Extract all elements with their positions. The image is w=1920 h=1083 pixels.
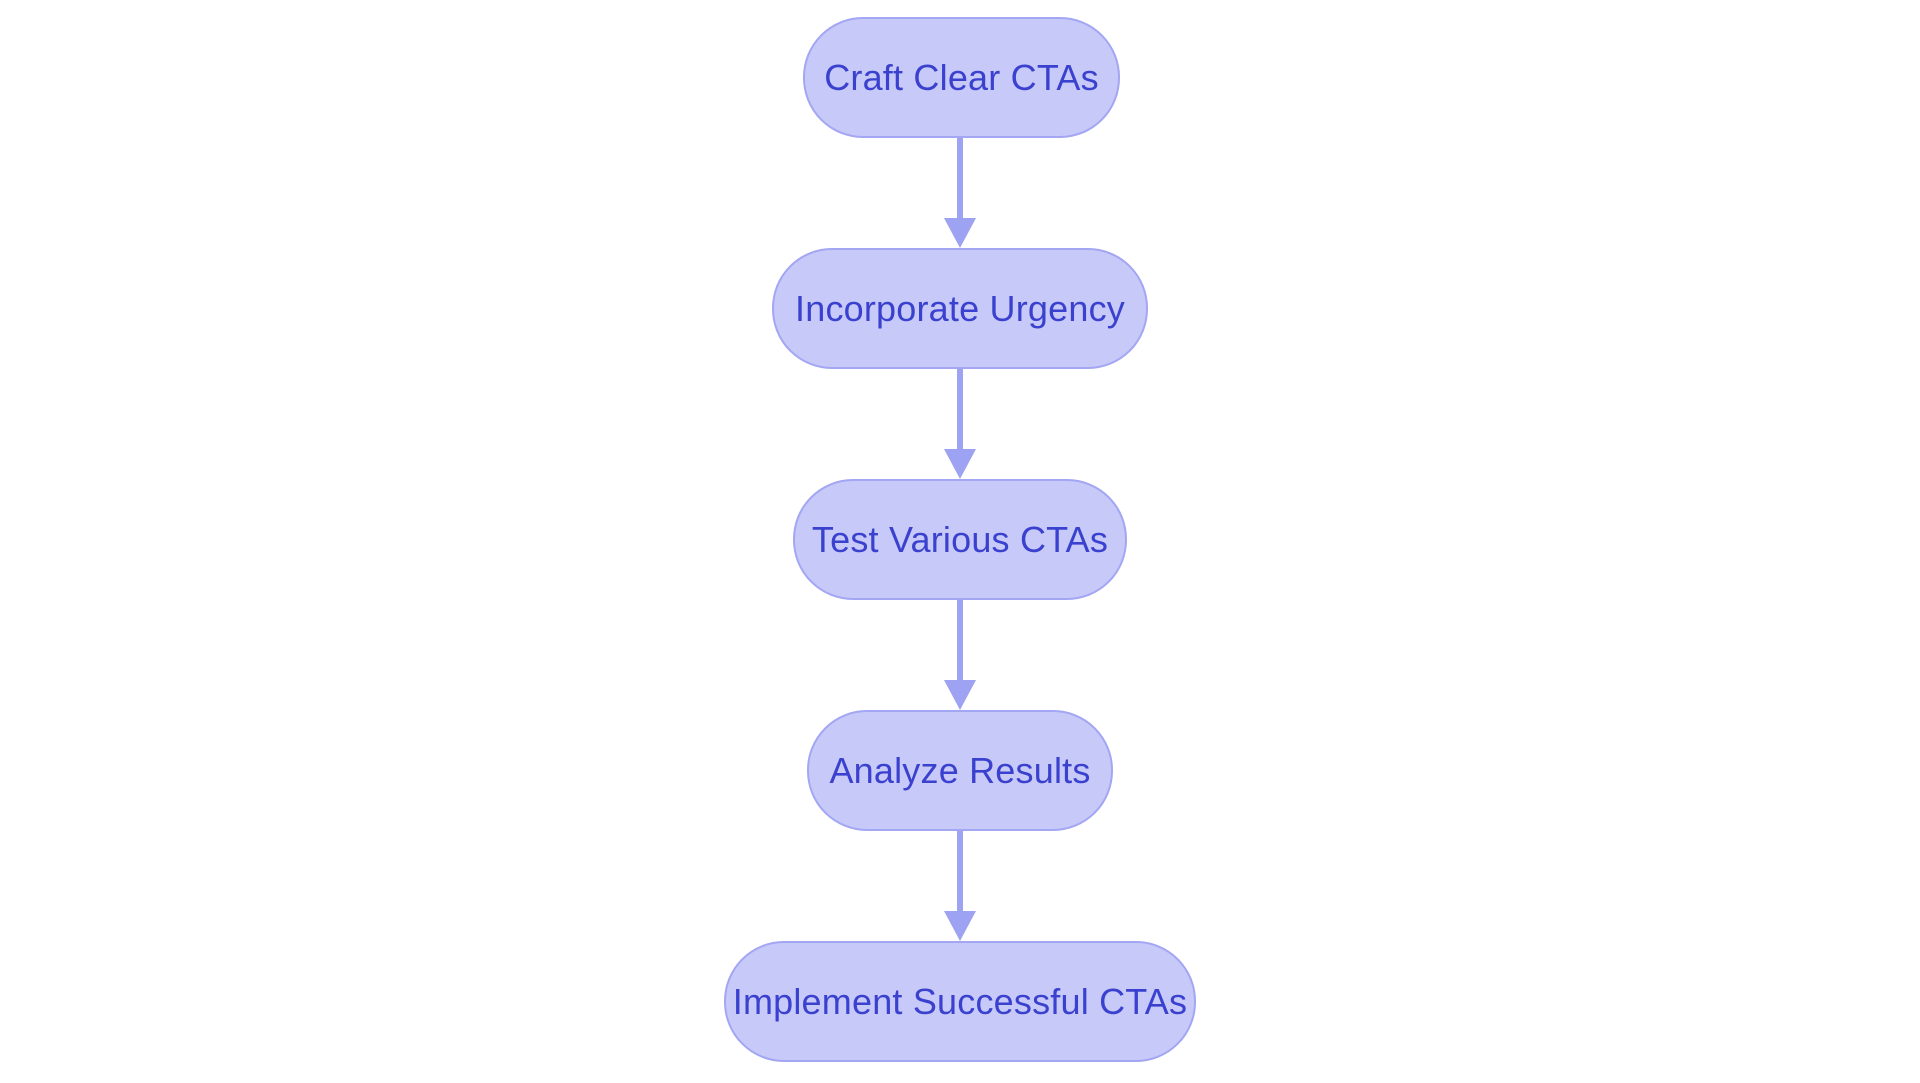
flow-node-analyze-results: Analyze Results [807, 710, 1113, 831]
arrow-shaft [957, 369, 963, 451]
flow-node-craft-clear-ctas: Craft Clear CTAs [803, 17, 1120, 138]
flow-node-implement-successful-ctas: Implement Successful CTAs [724, 941, 1196, 1062]
flow-arrow-3 [943, 600, 977, 710]
flow-node-test-various-ctas: Test Various CTAs [793, 479, 1127, 600]
flow-arrow-1 [943, 138, 977, 248]
arrow-head-icon [944, 449, 976, 479]
flow-node-incorporate-urgency: Incorporate Urgency [772, 248, 1148, 369]
arrow-head-icon [944, 911, 976, 941]
arrow-shaft [957, 600, 963, 682]
flow-arrow-2 [943, 369, 977, 479]
arrow-head-icon [944, 680, 976, 710]
flow-arrow-4 [943, 831, 977, 941]
arrow-shaft [957, 831, 963, 913]
arrow-head-icon [944, 218, 976, 248]
arrow-shaft [957, 138, 963, 220]
